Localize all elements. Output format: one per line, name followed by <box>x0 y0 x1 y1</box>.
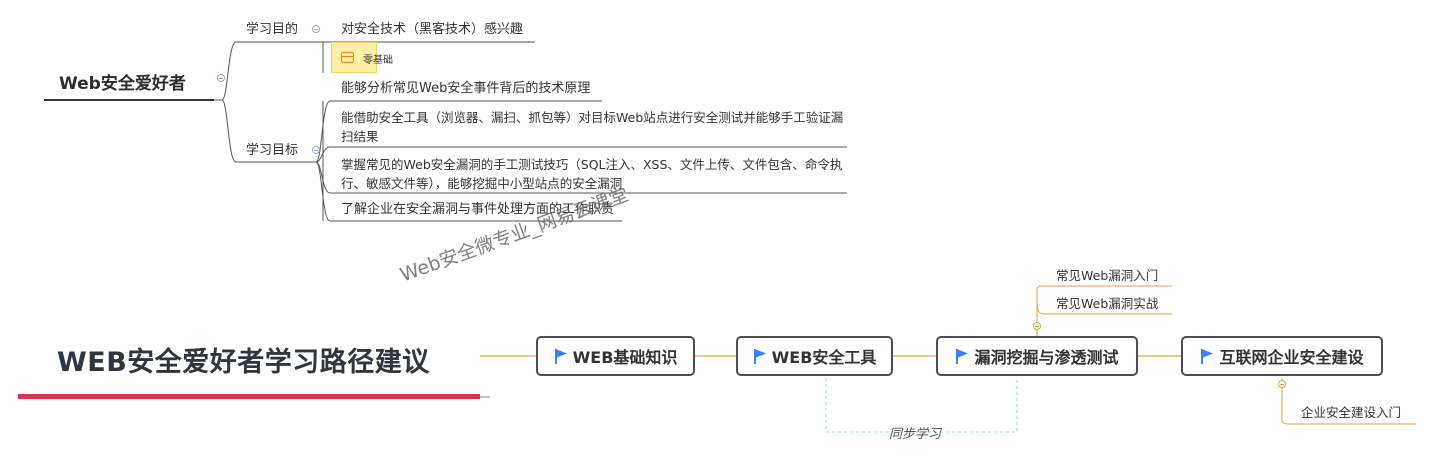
step3-child-1[interactable]: 常见Web漏洞入门 <box>1056 268 1159 283</box>
step-enterprise-security[interactable]: 互联网企业安全建设 <box>1181 336 1383 376</box>
root-node[interactable]: Web安全爱好者 <box>59 74 186 94</box>
flag-icon <box>1201 348 1214 364</box>
tag-zero-basics[interactable]: 零基础 <box>331 42 393 73</box>
flag-icon <box>753 348 766 364</box>
goal-child-4[interactable]: 了解企业在安全漏洞与事件处理方面的工作职责 <box>341 202 615 217</box>
step-label: 互联网企业安全建设 <box>1219 348 1364 367</box>
step3-collapse-icon[interactable] <box>1033 322 1041 330</box>
path-title[interactable]: WEB安全爱好者学习路径建议 <box>57 347 430 378</box>
step-web-security-tools[interactable]: WEB安全工具 <box>736 336 893 376</box>
root-collapse-icon[interactable] <box>217 74 225 82</box>
step-label: WEB基础知识 <box>572 348 678 367</box>
tag-label: 零基础 <box>363 55 393 66</box>
goal-child-2[interactable]: 能借助安全工具（浏览器、漏扫、抓包等）对目标Web站点进行安全测试并能够手工验证… <box>341 110 844 144</box>
purpose-collapse-icon[interactable] <box>312 25 320 33</box>
step-label: WEB安全工具 <box>771 348 877 367</box>
goal-child-3[interactable]: 掌握常见的Web安全漏洞的手工测试技巧（SQL注入、XSS、文件上传、文件包含、… <box>341 157 843 191</box>
step3-child-2[interactable]: 常见Web漏洞实战 <box>1056 296 1159 311</box>
sync-label: 同步学习 <box>889 427 942 442</box>
flag-icon <box>554 348 567 364</box>
step-label: 漏洞挖掘与渗透测试 <box>974 348 1119 367</box>
branch-goals[interactable]: 学习目标 <box>246 143 299 158</box>
goals-collapse-icon[interactable] <box>312 146 320 154</box>
step-web-basics[interactable]: WEB基础知识 <box>536 336 695 376</box>
purpose-child-1[interactable]: 对安全技术（黑客技术）感兴趣 <box>341 22 524 37</box>
connector-purpose <box>221 41 305 101</box>
step-vuln-pentest[interactable]: 漏洞挖掘与渗透测试 <box>936 336 1138 376</box>
title-underline <box>18 394 480 399</box>
watermark: Web安全微专业_网易云课堂 <box>397 183 632 287</box>
step4-collapse-icon[interactable] <box>1278 380 1286 388</box>
step4-child-1[interactable]: 企业安全建设入门 <box>1301 405 1402 420</box>
branch-purpose[interactable]: 学习目的 <box>246 22 299 37</box>
flag-icon <box>956 348 969 364</box>
stack-icon <box>341 52 354 63</box>
goal-child-1[interactable]: 能够分析常见Web安全事件背后的技术原理 <box>341 81 591 96</box>
